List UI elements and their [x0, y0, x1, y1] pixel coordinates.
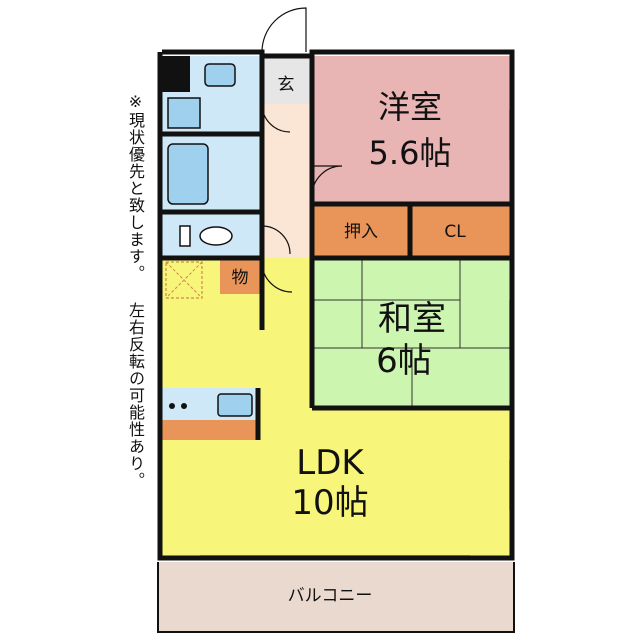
- laundry-space: [165, 261, 203, 299]
- balcony-label: バルコニー: [288, 586, 373, 606]
- bathtub-icon: [167, 143, 209, 205]
- japanese-room-size: 6帖: [376, 341, 432, 381]
- kitchen-base: [162, 420, 258, 440]
- japanese-room: [312, 258, 510, 408]
- cl-closet: [410, 204, 510, 258]
- entrance-area: [262, 56, 312, 104]
- ldk-room-size: 10帖: [291, 483, 368, 523]
- storage-room: [220, 258, 260, 294]
- stove-burner-icon: [169, 403, 175, 409]
- entrance-label: 玄: [278, 75, 295, 95]
- oshiire-label: 押入: [344, 222, 378, 242]
- storage-label: 物: [232, 268, 249, 288]
- toilet-tank: [179, 225, 191, 247]
- kitchen-sink-icon: [217, 393, 253, 417]
- cl-label: CL: [444, 222, 466, 242]
- stove-burner-icon: [181, 403, 187, 409]
- tatami-lines: [312, 258, 510, 408]
- western-room-size: 5.6帖: [369, 134, 452, 172]
- balcony: [158, 562, 514, 632]
- door-swings: [261, 7, 343, 293]
- sink-basin: [204, 63, 236, 87]
- western-room: [312, 56, 510, 204]
- balcony-rail: [157, 562, 515, 633]
- laundry-cross: [165, 261, 203, 299]
- oshiire-closet: [312, 204, 410, 258]
- toilet-icon: [199, 226, 233, 246]
- layout-note: ※現状優先と致します。 左右反転の可能性あり。: [126, 92, 145, 489]
- washbasin-icon: [167, 97, 201, 129]
- windows: [200, 51, 511, 557]
- walls: [157, 49, 515, 561]
- japanese-room-name: 和室: [378, 299, 446, 339]
- black-column: [162, 56, 190, 92]
- ldk-room-name: LDK: [296, 443, 365, 483]
- western-room-name: 洋室: [378, 88, 442, 126]
